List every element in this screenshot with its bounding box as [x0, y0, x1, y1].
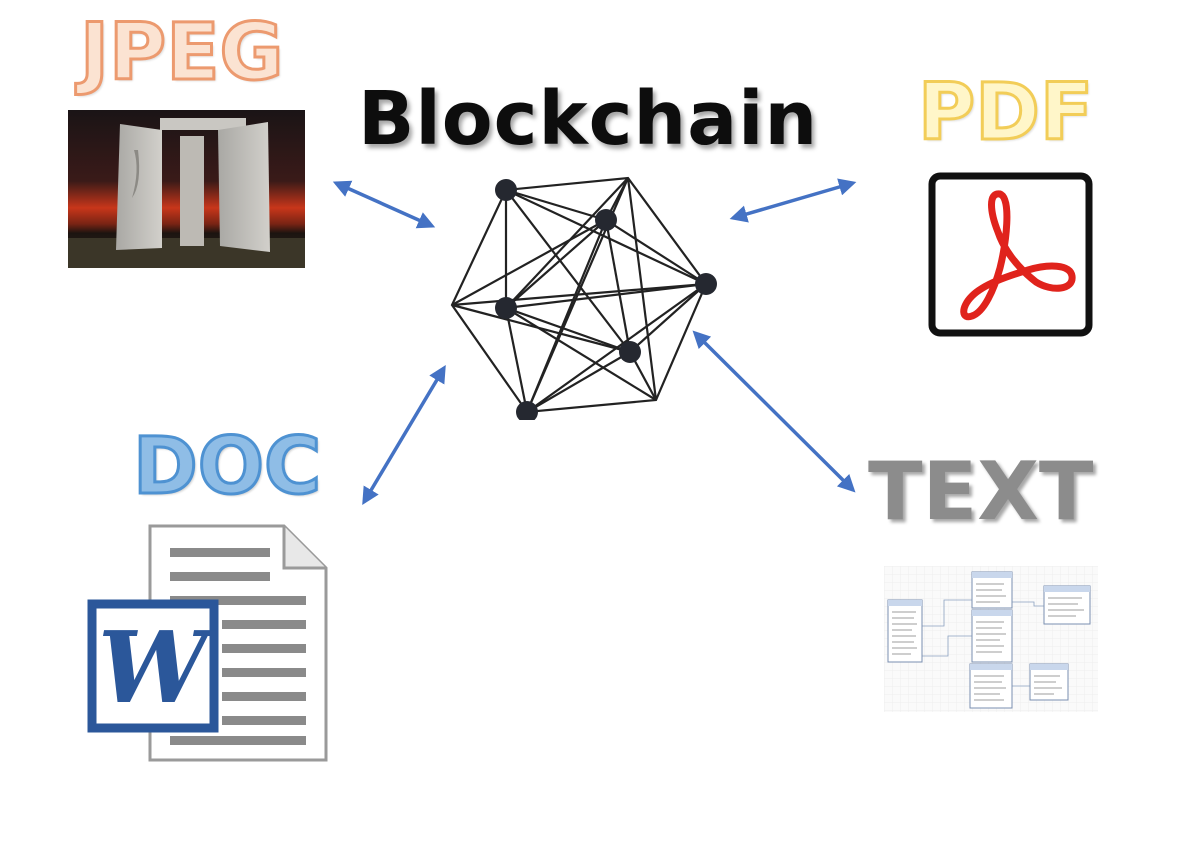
- word-document-icon: W: [87, 524, 328, 762]
- arrow-jpeg-blockchain: [332, 180, 436, 229]
- arrow-text-blockchain: [692, 330, 856, 493]
- doc-label: DOC: [131, 422, 322, 512]
- database-schema-thumbnail: [884, 566, 1098, 712]
- photo-thumbnail: [68, 110, 305, 268]
- svg-text:W: W: [98, 611, 217, 726]
- arrow-pdf-blockchain: [729, 178, 857, 223]
- jpeg-label: JPEG: [79, 8, 285, 98]
- pdf-icon: [928, 172, 1093, 337]
- pdf-label: PDF: [916, 68, 1094, 158]
- arrow-doc-blockchain: [362, 364, 446, 506]
- blockchain-network-icon: [450, 176, 717, 420]
- blockchain-title: Blockchain: [358, 76, 819, 162]
- text-label: TEXT: [868, 445, 1094, 538]
